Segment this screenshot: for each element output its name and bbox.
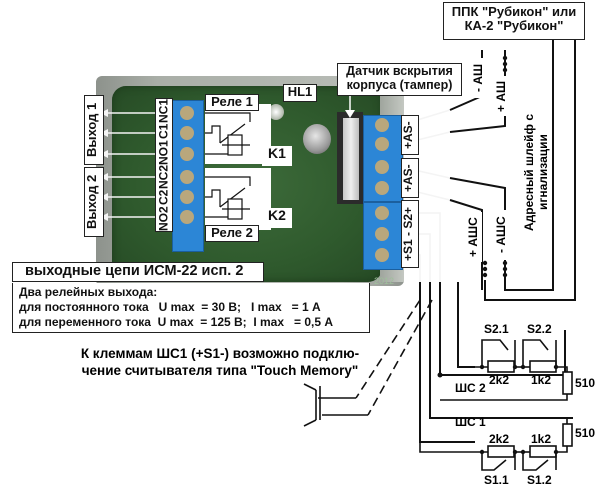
- ashs-plus-label: + АШС: [466, 212, 482, 262]
- screw-c1: [180, 126, 194, 140]
- screw-as1-minus: [375, 137, 389, 151]
- term-c2: C2: [156, 190, 171, 206]
- tamper-label-line2: корпуса (тампер): [346, 77, 453, 92]
- k1-label: K1: [262, 145, 292, 166]
- screw-s1-plus: [375, 248, 389, 262]
- panel-box: ППК "Рубикон" или КА-2 "Рубикон": [443, 2, 585, 40]
- relay1-label: Реле 1: [205, 94, 259, 111]
- screw-as1-plus: [375, 118, 389, 132]
- loop1-r1-label: 2k2: [489, 432, 510, 446]
- tamper-label: Датчик вскрытия корпуса (тампер): [337, 63, 462, 96]
- loop2-switch2-label: S2.2: [527, 322, 552, 336]
- output1-label: Выход 1: [84, 95, 104, 165]
- relay-screws: [180, 106, 194, 224]
- specs-ac: для переменного тока U max = 125 В; I ma…: [19, 315, 334, 329]
- screw-no2: [180, 210, 194, 224]
- as-terminals-label-2: +AS-: [401, 158, 419, 198]
- screw-as2-plus: [375, 160, 389, 174]
- loop-label-line1: Адресный шлейф с: [522, 113, 536, 232]
- loop-label-line2: игнализации: [536, 134, 550, 211]
- output2-label: Выход 2: [84, 167, 104, 237]
- screw-c2: [180, 190, 194, 204]
- ash-plus-label: + АШ: [494, 76, 510, 116]
- loop1-rend-label: 510: [575, 426, 596, 440]
- junction-dots: [437, 372, 443, 378]
- board-silk-year: 2012: [374, 276, 395, 286]
- capacitor: [303, 124, 331, 154]
- loop-dots: [479, 364, 559, 455]
- outputs-title: выходные цепи ИСМ-22 исп. 2: [12, 262, 264, 282]
- specs-dc: для постоянного тока U max = 30 В; I max…: [19, 300, 321, 314]
- ashs-minus-label: - АШС: [494, 210, 510, 260]
- touch-memory-line2: чение считывателя типа "Touch Memory": [81, 363, 359, 378]
- loop1-name: ШС 1: [455, 415, 486, 429]
- specs-box: Два релейных выхода: для постоянного ток…: [12, 283, 370, 333]
- term-no2: NO2: [156, 206, 171, 231]
- term-nc1: NC1: [156, 99, 171, 124]
- address-loop-label: Адресный шлейф с игнализации: [522, 90, 554, 255]
- touch-memory-leads: [355, 299, 433, 416]
- hl1-label: HL1: [283, 84, 317, 102]
- term-c1: C1: [156, 124, 171, 140]
- panel-line2: КА-2 "Рубикон": [464, 18, 564, 34]
- ash-minus-label: - АШ: [471, 58, 487, 98]
- loop1-switch2-label: S1.2: [527, 473, 552, 487]
- panel-line1: ППК "Рубикон" или: [451, 4, 577, 19]
- relay1-contacts: [205, 112, 251, 156]
- screw-as2-minus: [375, 181, 389, 195]
- term-nc2: NC2: [156, 165, 171, 190]
- led-hl1: [268, 104, 284, 120]
- loop2-circuit: [440, 339, 573, 401]
- loop2-name: ШС 2: [455, 381, 486, 395]
- screw-nc1: [180, 106, 194, 120]
- k2-label: K2: [262, 207, 292, 228]
- touch-memory-reader: [303, 383, 368, 427]
- screw-s-common: [375, 227, 389, 241]
- touch-memory-line1: К клеммам ШС1 (+S1-) возможно подклю-: [80, 346, 360, 361]
- loop1-r2-label: 1k2: [531, 432, 552, 446]
- tamper-plunger: [343, 118, 359, 200]
- loop2-r1-label: 2k2: [489, 373, 510, 387]
- tamper-label-line1: Датчик вскрытия: [346, 64, 453, 78]
- specs-heading: Два релейных выхода:: [19, 285, 158, 299]
- loop2-rend-label: 510: [575, 376, 596, 390]
- as-terminals-label-1: +AS-: [401, 115, 419, 155]
- loop2-r2-label: 1k2: [531, 373, 552, 387]
- as-screws: [375, 118, 389, 262]
- loop2-switch1-label: S2.1: [484, 322, 509, 336]
- touch-memory-note: К клеммам ШС1 (+S1-) возможно подклю- че…: [55, 345, 385, 379]
- loop1-switch1-label: S1.1: [484, 473, 509, 487]
- screw-s2-plus: [375, 206, 389, 220]
- s-terminals-label: +S1 - S2+: [401, 200, 419, 268]
- loop1-circuit: [419, 417, 573, 471]
- address-loop-wires: [484, 38, 576, 301]
- screw-nc2: [180, 170, 194, 184]
- relay2-contacts: [205, 176, 251, 220]
- term-no1: NO1: [156, 140, 171, 165]
- output-arrowheads: [100, 109, 108, 221]
- relay2-label: Реле 2: [205, 225, 259, 242]
- screw-no1: [180, 147, 194, 161]
